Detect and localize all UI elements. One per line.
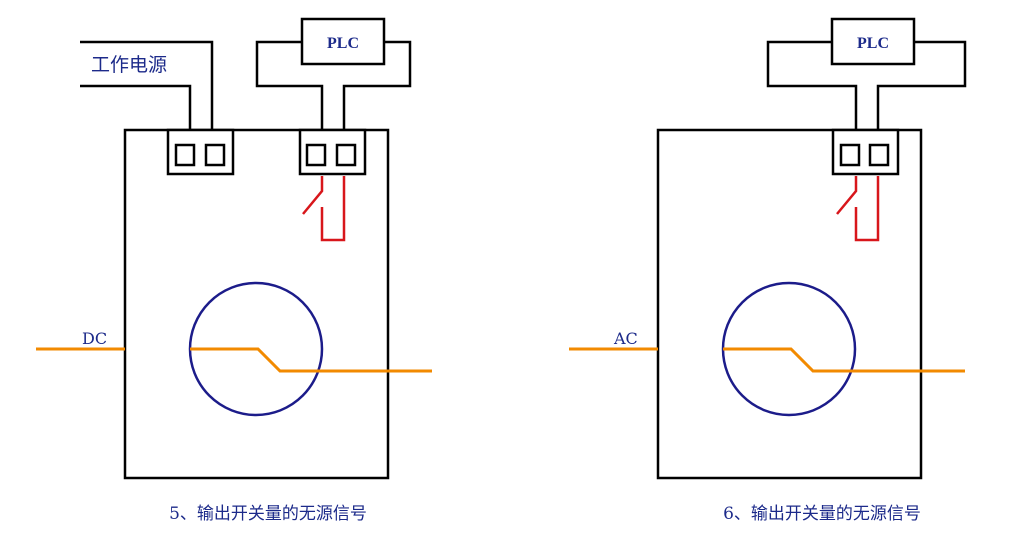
diagram-ac: PLC AC 6、输出开关量的无源信号 [569, 17, 967, 524]
power-supply-label: 工作电源 [91, 54, 167, 76]
plc-wires [766, 40, 967, 145]
current-type-label: AC [613, 329, 638, 348]
sensor-housing [123, 128, 390, 480]
sensor-housing [656, 128, 923, 480]
diagram-dc: 工作电源 PLC DC 5、输出开关量的无源 [36, 17, 432, 524]
relay-contact [836, 176, 880, 242]
plc-wires [255, 40, 412, 145]
output-terminal-block [831, 128, 900, 176]
diagram-caption: 6、输出开关量的无源信号 [723, 504, 921, 524]
plc-label: PLC [327, 35, 359, 52]
conductor-through [723, 347, 965, 373]
plc-label: PLC [857, 35, 889, 52]
conductor-through [190, 347, 432, 373]
output-terminal-block [298, 128, 367, 176]
power-supply-wires [80, 40, 214, 145]
relay-contact [302, 176, 346, 242]
current-type-label: DC [82, 329, 107, 348]
power-terminal-block [166, 128, 235, 176]
diagram-caption: 5、输出开关量的无源信号 [169, 504, 367, 524]
